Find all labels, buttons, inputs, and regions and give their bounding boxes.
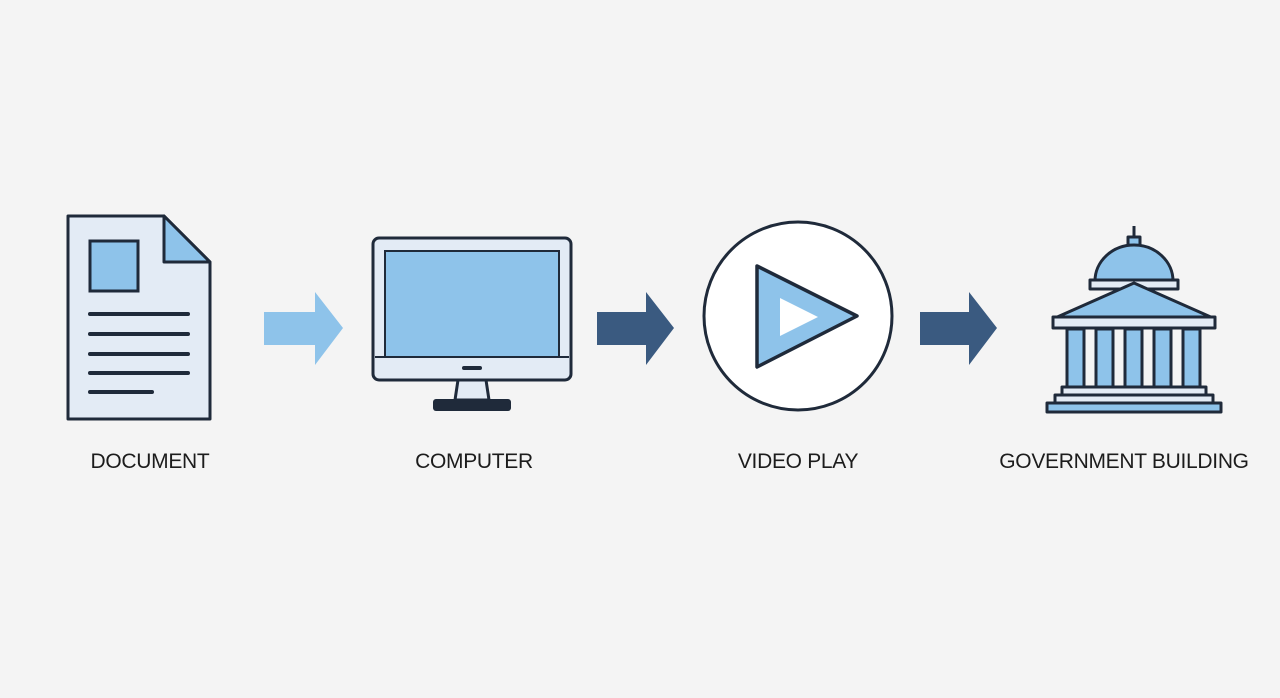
step-label-document: DOCUMENT bbox=[90, 450, 210, 473]
video-play-icon bbox=[702, 220, 894, 412]
arrow-right-icon bbox=[920, 292, 997, 365]
step-label-government-building: GOVERNMENT BUILDING bbox=[999, 450, 1249, 473]
government-building-icon bbox=[1045, 226, 1223, 414]
document-icon bbox=[66, 214, 212, 421]
step-label-video-play: VIDEO PLAY bbox=[737, 450, 859, 473]
computer-monitor-icon bbox=[371, 236, 573, 411]
step-label-computer: COMPUTER bbox=[415, 450, 533, 473]
arrow-right-icon bbox=[264, 292, 343, 365]
arrow-right-icon bbox=[597, 292, 674, 365]
